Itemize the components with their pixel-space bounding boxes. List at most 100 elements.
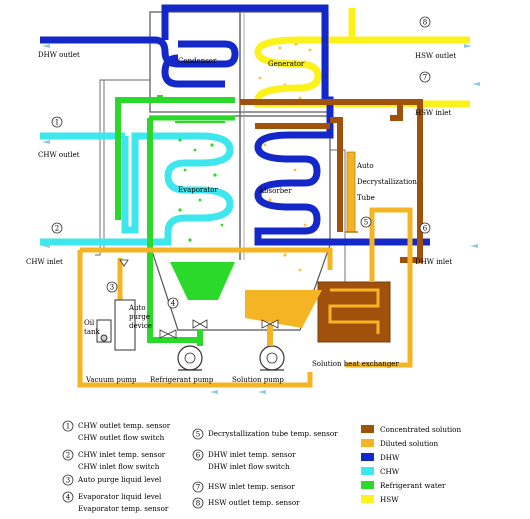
chw-inlet-label: CHW inlet — [26, 258, 63, 266]
svg-text:Diluted solution: Diluted solution — [380, 439, 438, 448]
svg-text:CHW outlet temp. sensor: CHW outlet temp. sensor — [78, 421, 171, 430]
legend-item-4: 4 Evaporator liquid level Evaporator tem… — [62, 491, 169, 513]
legend-item-8: 8 HSW outlet temp. sensor — [192, 497, 300, 509]
valves — [119, 259, 279, 339]
absorber-label: Absorber — [258, 187, 292, 195]
legend-item-1: 1 CHW outlet temp. sensor CHW outlet flo… — [62, 420, 171, 442]
svg-text:Evaporator temp. sensor: Evaporator temp. sensor — [78, 504, 169, 513]
svg-text:8: 8 — [196, 500, 200, 508]
legend-hsw: HSW — [361, 495, 399, 504]
legend-item-6: 6 DHW inlet temp. sensor DHW inlet flow … — [192, 449, 296, 471]
flow-arrows — [42, 44, 480, 394]
marker-5 — [360, 216, 372, 228]
dhw-condenser-coil — [150, 36, 239, 88]
svg-text:5: 5 — [364, 219, 368, 227]
svg-text:Decrystallization tube temp. s: Decrystallization tube temp. sensor — [208, 429, 338, 438]
svg-text:DHW inlet flow switch: DHW inlet flow switch — [208, 462, 290, 471]
svg-text:Concentrated solution: Concentrated solution — [380, 425, 461, 434]
marker-2 — [51, 222, 63, 234]
svg-text:8: 8 — [423, 19, 427, 27]
legend-sensors-left: 1 CHW outlet temp. sensor CHW outlet flo… — [62, 420, 171, 513]
auto-decryst-label-2: Decrystallization — [357, 178, 417, 186]
svg-text:HSW inlet temp. sensor: HSW inlet temp. sensor — [208, 482, 295, 491]
solution-pump-label: Solution pump — [232, 376, 284, 384]
absorber-spray — [263, 143, 307, 272]
svg-text:7: 7 — [196, 484, 200, 492]
oil-tank-label-1: Oil — [84, 319, 95, 327]
auto-decrystallization-tube — [346, 151, 356, 233]
marker-4 — [167, 297, 179, 309]
vacuum-lines — [95, 79, 346, 300]
solution-hx-label: Solution heat exchanger — [312, 360, 399, 368]
concentrated-solution-pipe — [240, 99, 403, 232]
svg-text:5: 5 — [196, 431, 200, 439]
svg-text:4: 4 — [171, 300, 176, 308]
legend-item-2: 2 CHW inlet temp. sensor CHW inlet flow … — [62, 449, 166, 471]
auto-purge-label-3: device — [129, 322, 152, 330]
auto-decryst-label-3: Tube — [357, 194, 375, 202]
svg-text:CHW: CHW — [380, 467, 400, 476]
svg-text:1: 1 — [66, 423, 70, 431]
refrigerant-line — [115, 95, 235, 220]
svg-text:Auto purge liquid level: Auto purge liquid level — [77, 475, 162, 484]
marker-6 — [419, 222, 431, 234]
vacuum-pump-label: Vacuum pump — [85, 376, 137, 384]
svg-text:1: 1 — [55, 119, 59, 127]
svg-text:6: 6 — [196, 452, 201, 460]
svg-text:Refrigerant water: Refrigerant water — [380, 481, 446, 490]
marker-1 — [51, 116, 63, 128]
svg-text:4: 4 — [66, 494, 71, 502]
condenser-label: Condenser — [178, 57, 217, 65]
svg-text:CHW outlet flow switch: CHW outlet flow switch — [78, 433, 165, 442]
evaporator-label: Evaporator — [178, 186, 218, 194]
marker-8 — [419, 16, 431, 28]
legend-refrigerant-water: Refrigerant water — [361, 481, 446, 490]
legend-chw: CHW — [361, 467, 400, 476]
legend-item-7: 7 HSW inlet temp. sensor — [192, 481, 295, 493]
svg-text:Evaporator liquid level: Evaporator liquid level — [78, 492, 162, 501]
dhw-absorber-coil — [254, 116, 430, 246]
oil-tank-label-2: tank — [84, 328, 100, 336]
auto-purge-label-1: Auto — [128, 304, 146, 312]
hsw-inlet-label: HSW inlet — [415, 109, 451, 117]
dhw-inlet-label: DHW inlet — [415, 258, 452, 266]
dhw-outlet-label: DHW outlet — [38, 51, 80, 59]
hsw-generator-coil — [254, 36, 470, 108]
evaporator-sump — [170, 262, 235, 300]
refrigerant-return — [147, 118, 203, 343]
legend-colors: Concentrated solution Diluted solution D… — [361, 425, 461, 504]
generator-label: Generator — [268, 60, 305, 68]
sensor-markers — [51, 16, 431, 309]
svg-text:HSW outlet temp. sensor: HSW outlet temp. sensor — [208, 498, 300, 507]
marker-3 — [106, 281, 118, 293]
svg-text:6: 6 — [423, 225, 428, 233]
svg-text:2: 2 — [55, 225, 59, 233]
legend-item-3: 3 Auto purge liquid level — [62, 474, 162, 486]
solution-pump — [259, 345, 285, 371]
refrigerant-pump-label: Refrigerant pump — [150, 376, 214, 384]
svg-text:DHW inlet temp. sensor: DHW inlet temp. sensor — [208, 450, 296, 459]
svg-text:7: 7 — [423, 74, 427, 82]
legend-concentrated-solution: Concentrated solution — [361, 425, 461, 434]
legend-dhw: DHW — [361, 453, 400, 462]
svg-text:3: 3 — [66, 477, 70, 485]
legend-diluted-solution: Diluted solution — [361, 439, 438, 448]
diluted-to-generator — [345, 207, 413, 368]
svg-text:2: 2 — [66, 452, 70, 460]
svg-text:HSW: HSW — [380, 495, 399, 504]
hsw-outlet-label: HSW outlet — [415, 52, 456, 60]
marker-7 — [419, 71, 431, 83]
absorber-sump — [245, 290, 322, 328]
svg-text:CHW inlet temp. sensor: CHW inlet temp. sensor — [78, 450, 166, 459]
svg-text:CHW inlet flow switch: CHW inlet flow switch — [78, 462, 160, 471]
svg-text:3: 3 — [110, 284, 114, 292]
svg-text:DHW: DHW — [380, 453, 400, 462]
refrigerant-pump — [177, 345, 203, 371]
vacuum-pump — [96, 299, 136, 351]
chw-evaporator-coil — [40, 132, 234, 246]
auto-purge-label-2: purge — [129, 313, 150, 321]
chw-outlet-label: CHW outlet — [38, 151, 80, 159]
auto-decryst-label-1: Auto — [356, 162, 374, 170]
legend-item-5: 5 Decrystallization tube temp. sensor — [192, 428, 338, 440]
legend-sensors-mid: 5 Decrystallization tube temp. sensor 6 … — [192, 428, 338, 509]
